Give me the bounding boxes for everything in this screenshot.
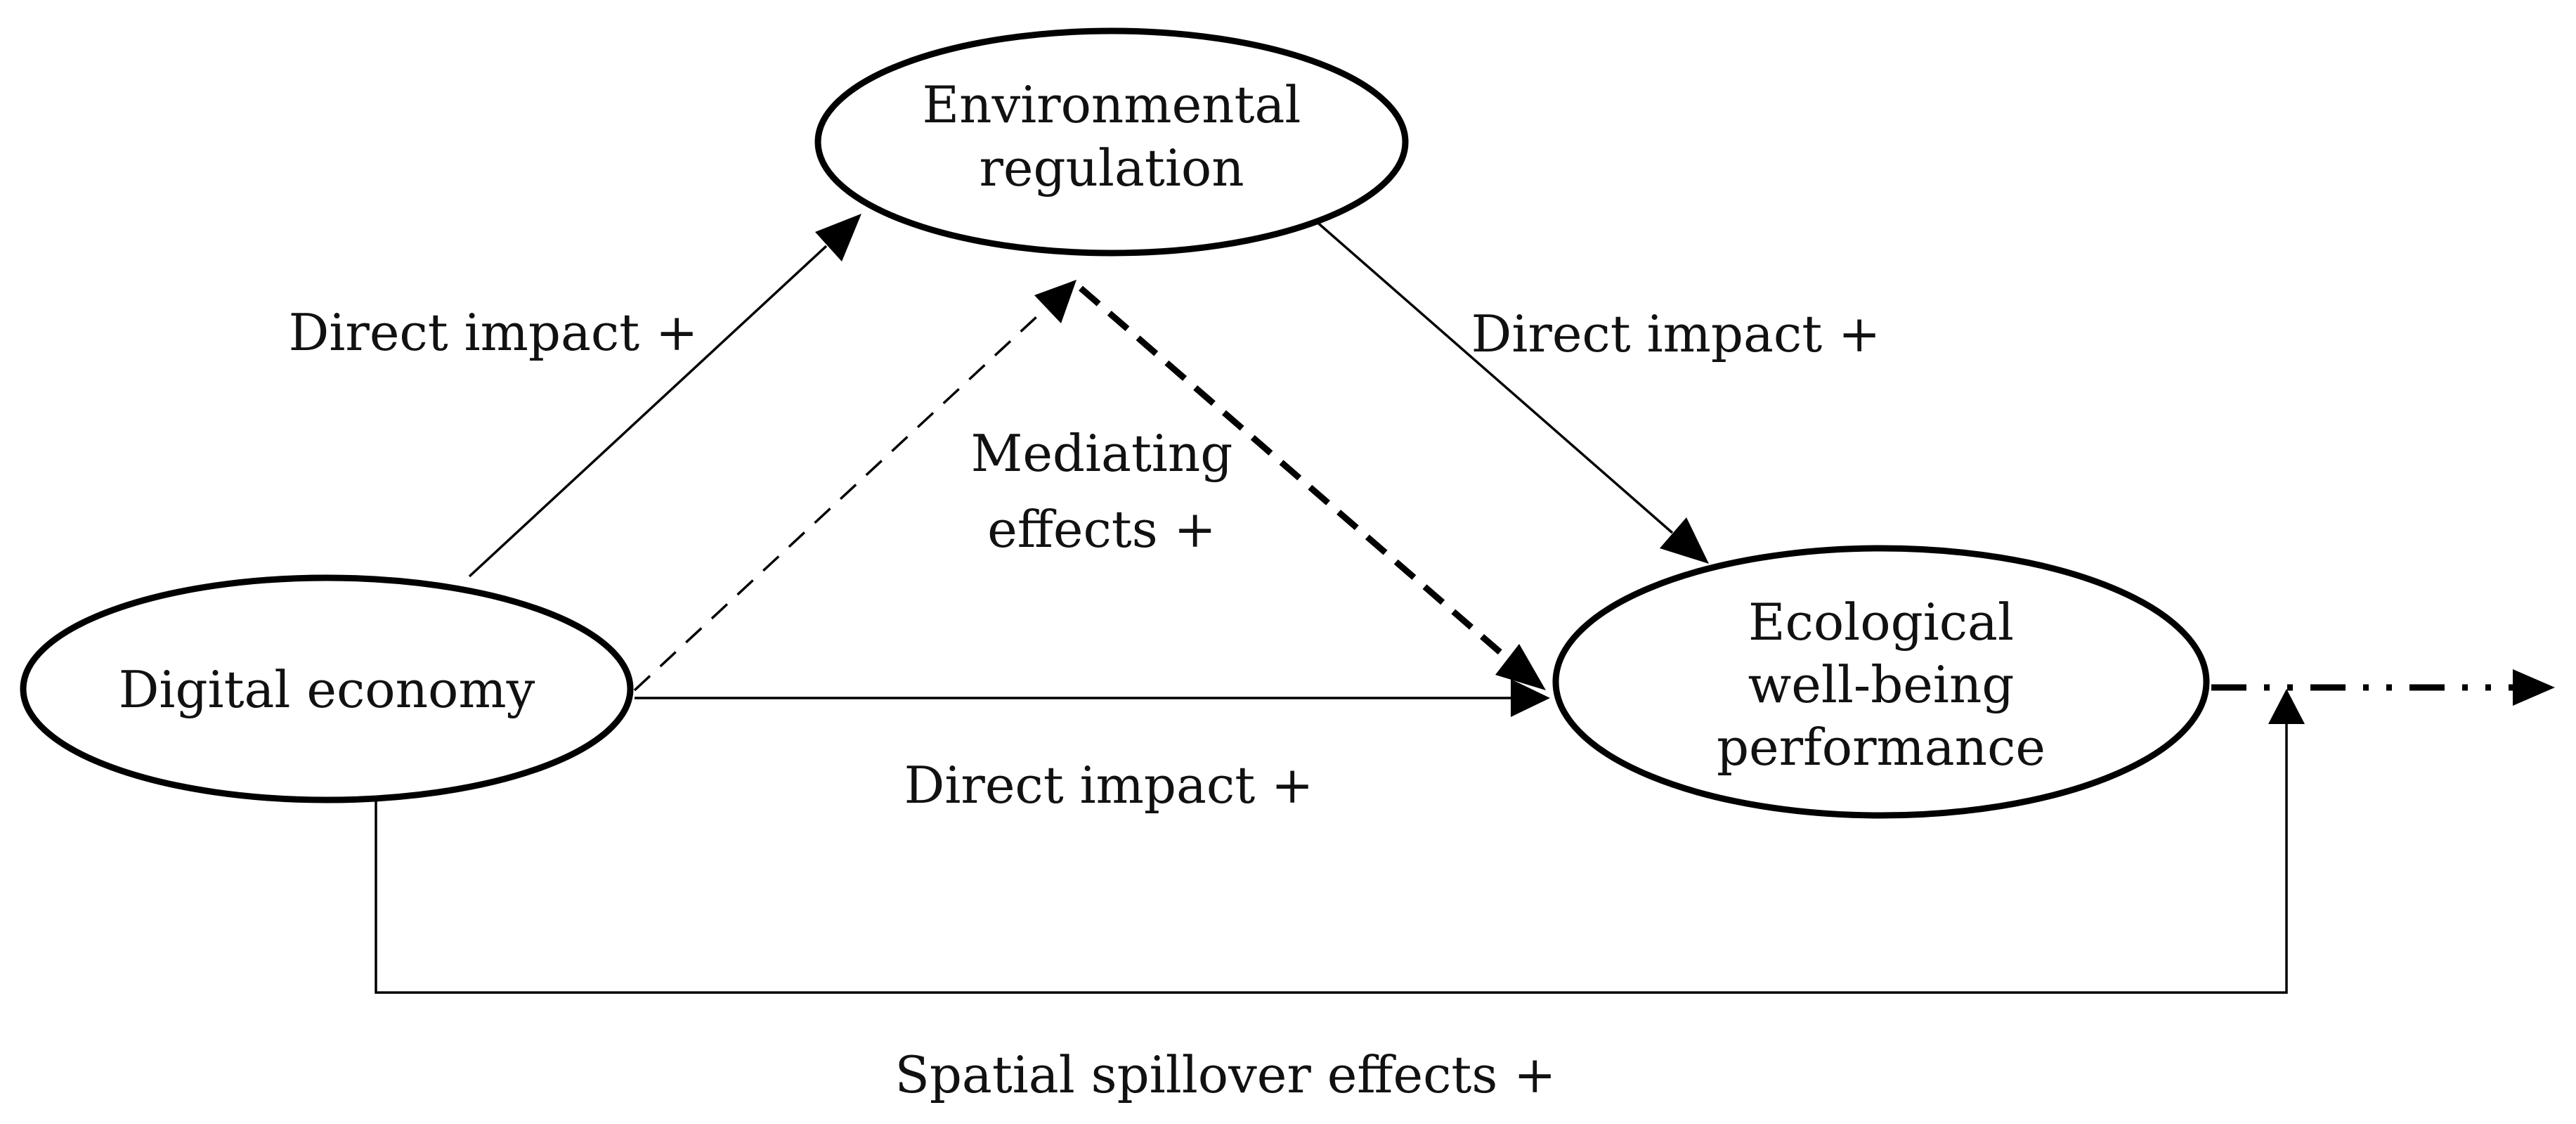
edge-label-de-to-er: Direct impact + xyxy=(289,303,698,362)
ellipse-environmental-regulation xyxy=(814,27,1409,257)
node-environmental-regulation: Environmental regulation xyxy=(814,27,1409,257)
edge-label-de-to-ep: Direct impact + xyxy=(904,756,1314,815)
edge-mediating-out xyxy=(1079,285,1546,690)
edge-label-er-to-ep: Direct impact + xyxy=(1471,304,1881,363)
node-ecological-performance: Ecological well-being performance xyxy=(1552,545,2210,819)
edge-label-spillover: Spatial spillover effects + xyxy=(895,1045,1556,1104)
node-label-line-1: Digital economy xyxy=(119,660,535,719)
edge-de-to-er xyxy=(468,214,861,578)
arrowhead-er-icon xyxy=(815,214,861,261)
arrowhead-outward-icon xyxy=(2513,669,2555,706)
node-digital-economy: Digital economy xyxy=(20,574,634,803)
arrowhead-ep-top-icon xyxy=(1660,517,1709,564)
ellipse-ecological-performance xyxy=(1552,545,2210,819)
edge-de-to-ep xyxy=(635,679,1550,717)
node-label-line-2: well-being xyxy=(1748,655,2015,714)
edge-spillover xyxy=(375,689,2305,994)
edge-label-mediating-line-1: Mediating xyxy=(971,424,1233,483)
node-label-line-3: performance xyxy=(1717,718,2045,777)
node-label-line-1: Ecological xyxy=(1748,593,2014,652)
ellipse-digital-economy xyxy=(20,574,634,803)
edge-label-mediating-line-2: effects + xyxy=(987,500,1216,559)
node-label-line-1: Environmental xyxy=(923,75,1301,134)
node-label-line-2: regulation xyxy=(979,138,1244,198)
edge-outward xyxy=(2211,669,2555,706)
edge-er-to-ep xyxy=(1314,219,1709,564)
arrowhead-ep-left-icon xyxy=(1511,679,1550,717)
arrowhead-mediating-up-icon xyxy=(1034,280,1076,323)
arrowhead-mediating-down-icon xyxy=(1495,644,1546,690)
edge-mediating-in xyxy=(633,280,1076,692)
arrowhead-spillover-up-icon xyxy=(2268,689,2305,724)
